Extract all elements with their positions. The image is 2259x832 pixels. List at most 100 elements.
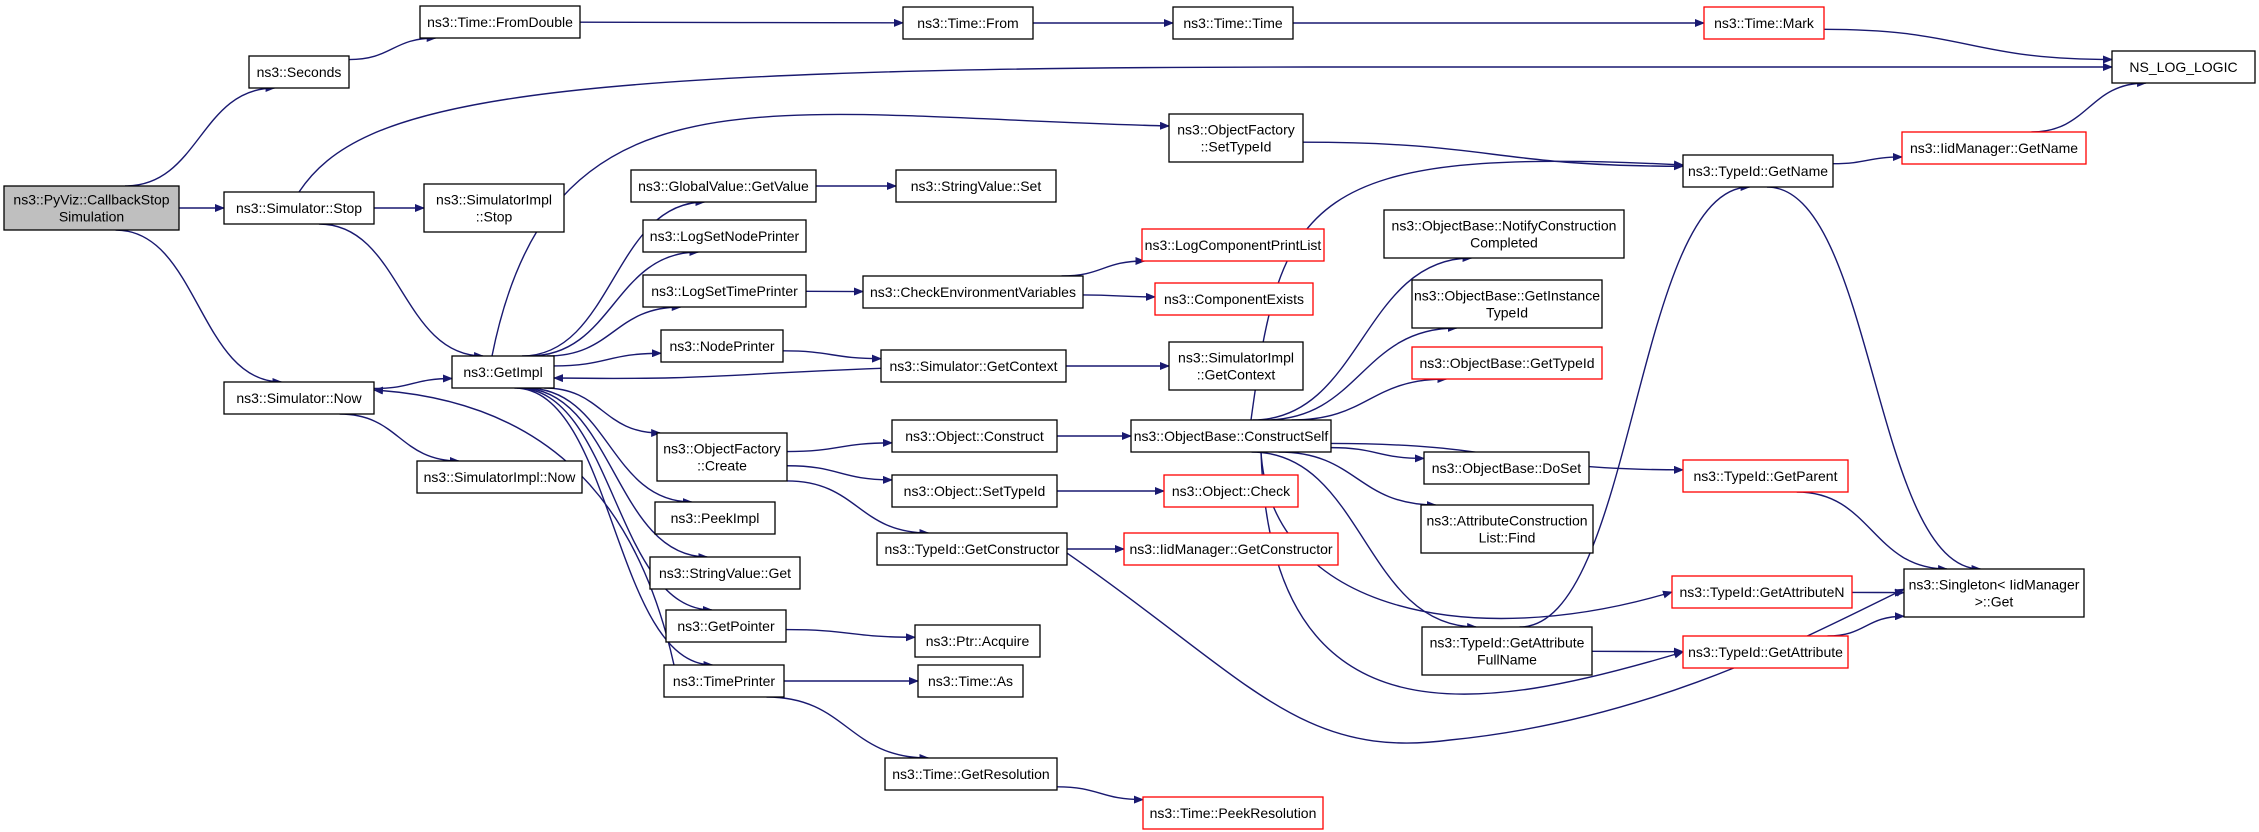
node-objconstruct[interactable]: ns3::Object::Construct	[891, 419, 1058, 453]
node-box[interactable]	[880, 349, 1067, 383]
node-box[interactable]	[630, 169, 817, 203]
node-box[interactable]	[1130, 419, 1332, 453]
node-box[interactable]	[1682, 154, 1834, 188]
node-timemark[interactable]: ns3::Time::Mark	[1703, 6, 1825, 40]
node-box[interactable]	[1154, 282, 1314, 316]
node-simnow[interactable]: ns3::Simulator::Now	[223, 381, 375, 415]
node-svget[interactable]: ns3::StringValue::Get	[649, 556, 801, 590]
node-box[interactable]	[451, 355, 555, 389]
node-implnow[interactable]: ns3::SimulatorImpl::Now	[416, 460, 583, 494]
node-obdoset[interactable]: ns3::ObjectBase::DoSet	[1423, 451, 1590, 485]
node-box[interactable]	[248, 55, 350, 89]
node-box[interactable]	[902, 6, 1034, 40]
node-box[interactable]	[416, 460, 583, 494]
node-svset[interactable]: ns3::StringValue::Set	[895, 169, 1057, 203]
node-box[interactable]	[884, 757, 1058, 791]
node-box[interactable]	[642, 274, 807, 308]
node-timeprinter[interactable]: ns3::TimePrinter	[663, 664, 785, 698]
node-tidgetattrn[interactable]: ns3::TypeId::GetAttributeN	[1671, 575, 1853, 609]
node-box[interactable]	[656, 432, 788, 482]
node-seconds[interactable]: ns3::Seconds	[248, 55, 350, 89]
node-objsettypeid[interactable]: ns3::Object::SetTypeId	[891, 474, 1058, 508]
node-compexists[interactable]: ns3::ComponentExists	[1154, 282, 1314, 316]
node-iidgetconstructor[interactable]: ns3::IidManager::GetConstructor	[1123, 532, 1339, 566]
node-timetime[interactable]: ns3::Time::Time	[1172, 6, 1294, 40]
node-singleton[interactable]: ns3::Singleton< IidManager>::Get	[1903, 568, 2085, 618]
node-getpointer[interactable]: ns3::GetPointer	[665, 609, 787, 643]
node-box[interactable]	[1141, 228, 1325, 262]
node-fromdouble[interactable]: ns3::Time::FromDouble	[419, 5, 581, 39]
node-obconstructself[interactable]: ns3::ObjectBase::ConstructSelf	[1130, 419, 1332, 453]
node-box[interactable]	[1420, 504, 1594, 554]
node-tidgetattr[interactable]: ns3::TypeId::GetAttribute	[1682, 635, 1849, 669]
node-nodeprinter[interactable]: ns3::NodePrinter	[660, 329, 784, 363]
node-box[interactable]	[654, 501, 776, 535]
node-box[interactable]	[1703, 6, 1825, 40]
node-box[interactable]	[419, 5, 581, 39]
node-nslog[interactable]: NS_LOG_LOGIC	[2111, 50, 2256, 84]
node-box[interactable]	[1168, 113, 1304, 163]
node-ofcreate[interactable]: ns3::ObjectFactory::Create	[656, 432, 788, 482]
node-box[interactable]	[876, 532, 1068, 566]
node-box[interactable]	[1423, 451, 1590, 485]
node-box[interactable]	[649, 556, 801, 590]
node-timefrom[interactable]: ns3::Time::From	[902, 6, 1034, 40]
node-obgettypeid[interactable]: ns3::ObjectBase::GetTypeId	[1411, 346, 1603, 380]
node-implstop[interactable]: ns3::SimulatorImpl::Stop	[423, 183, 565, 233]
node-iidgetname[interactable]: ns3::IidManager::GetName	[1901, 131, 2087, 165]
node-timepeekres[interactable]: ns3::Time::PeekResolution	[1142, 796, 1324, 830]
node-implgetcontext[interactable]: ns3::SimulatorImpl::GetContext	[1168, 341, 1304, 391]
node-box[interactable]	[1903, 568, 2085, 618]
node-tidgetconstructor[interactable]: ns3::TypeId::GetConstructor	[876, 532, 1068, 566]
node-objcheck[interactable]: ns3::Object::Check	[1163, 474, 1299, 508]
node-box[interactable]	[862, 275, 1084, 309]
node-box[interactable]	[891, 419, 1058, 453]
node-tidgetname[interactable]: ns3::TypeId::GetName	[1682, 154, 1834, 188]
node-box[interactable]	[1682, 459, 1849, 493]
node-gvgetvalue[interactable]: ns3::GlobalValue::GetValue	[630, 169, 817, 203]
node-logsetnode[interactable]: ns3::LogSetNodePrinter	[642, 219, 807, 253]
node-box[interactable]	[3, 185, 180, 231]
node-box[interactable]	[895, 169, 1057, 203]
node-box[interactable]	[1901, 131, 2087, 165]
node-box[interactable]	[642, 219, 807, 253]
node-box[interactable]	[1411, 279, 1603, 329]
node-obnotify[interactable]: ns3::ObjectBase::NotifyConstructionCompl…	[1383, 209, 1625, 259]
node-peekimpl[interactable]: ns3::PeekImpl	[654, 501, 776, 535]
node-box[interactable]	[423, 183, 565, 233]
node-box[interactable]	[223, 381, 375, 415]
node-box[interactable]	[1168, 341, 1304, 391]
node-box[interactable]	[660, 329, 784, 363]
node-box[interactable]	[663, 664, 785, 698]
node-tidgetparent[interactable]: ns3::TypeId::GetParent	[1682, 459, 1849, 493]
node-box[interactable]	[1421, 626, 1593, 676]
node-box[interactable]	[1671, 575, 1853, 609]
node-box[interactable]	[223, 191, 375, 225]
node-ofsettypeid[interactable]: ns3::ObjectFactory::SetTypeId	[1168, 113, 1304, 163]
node-box[interactable]	[891, 474, 1058, 508]
node-box[interactable]	[1411, 346, 1603, 380]
node-checkenv[interactable]: ns3::CheckEnvironmentVariables	[862, 275, 1084, 309]
node-timeas[interactable]: ns3::Time::As	[917, 664, 1024, 698]
node-timegetres[interactable]: ns3::Time::GetResolution	[884, 757, 1058, 791]
node-box[interactable]	[1123, 532, 1339, 566]
node-logcompprint[interactable]: ns3::LogComponentPrintList	[1141, 228, 1325, 262]
node-box[interactable]	[914, 624, 1041, 658]
node-box[interactable]	[1172, 6, 1294, 40]
node-box[interactable]	[665, 609, 787, 643]
node-box[interactable]	[2111, 50, 2256, 84]
node-ptracquire[interactable]: ns3::Ptr::Acquire	[914, 624, 1041, 658]
node-box[interactable]	[1682, 635, 1849, 669]
node-simgetcontext[interactable]: ns3::Simulator::GetContext	[880, 349, 1067, 383]
node-simstop[interactable]: ns3::Simulator::Stop	[223, 191, 375, 225]
node-box[interactable]	[1383, 209, 1625, 259]
node-logsettime[interactable]: ns3::LogSetTimePrinter	[642, 274, 807, 308]
node-getimpl[interactable]: ns3::GetImpl	[451, 355, 555, 389]
node-box[interactable]	[1163, 474, 1299, 508]
node-box[interactable]	[917, 664, 1024, 698]
node-box[interactable]	[1142, 796, 1324, 830]
